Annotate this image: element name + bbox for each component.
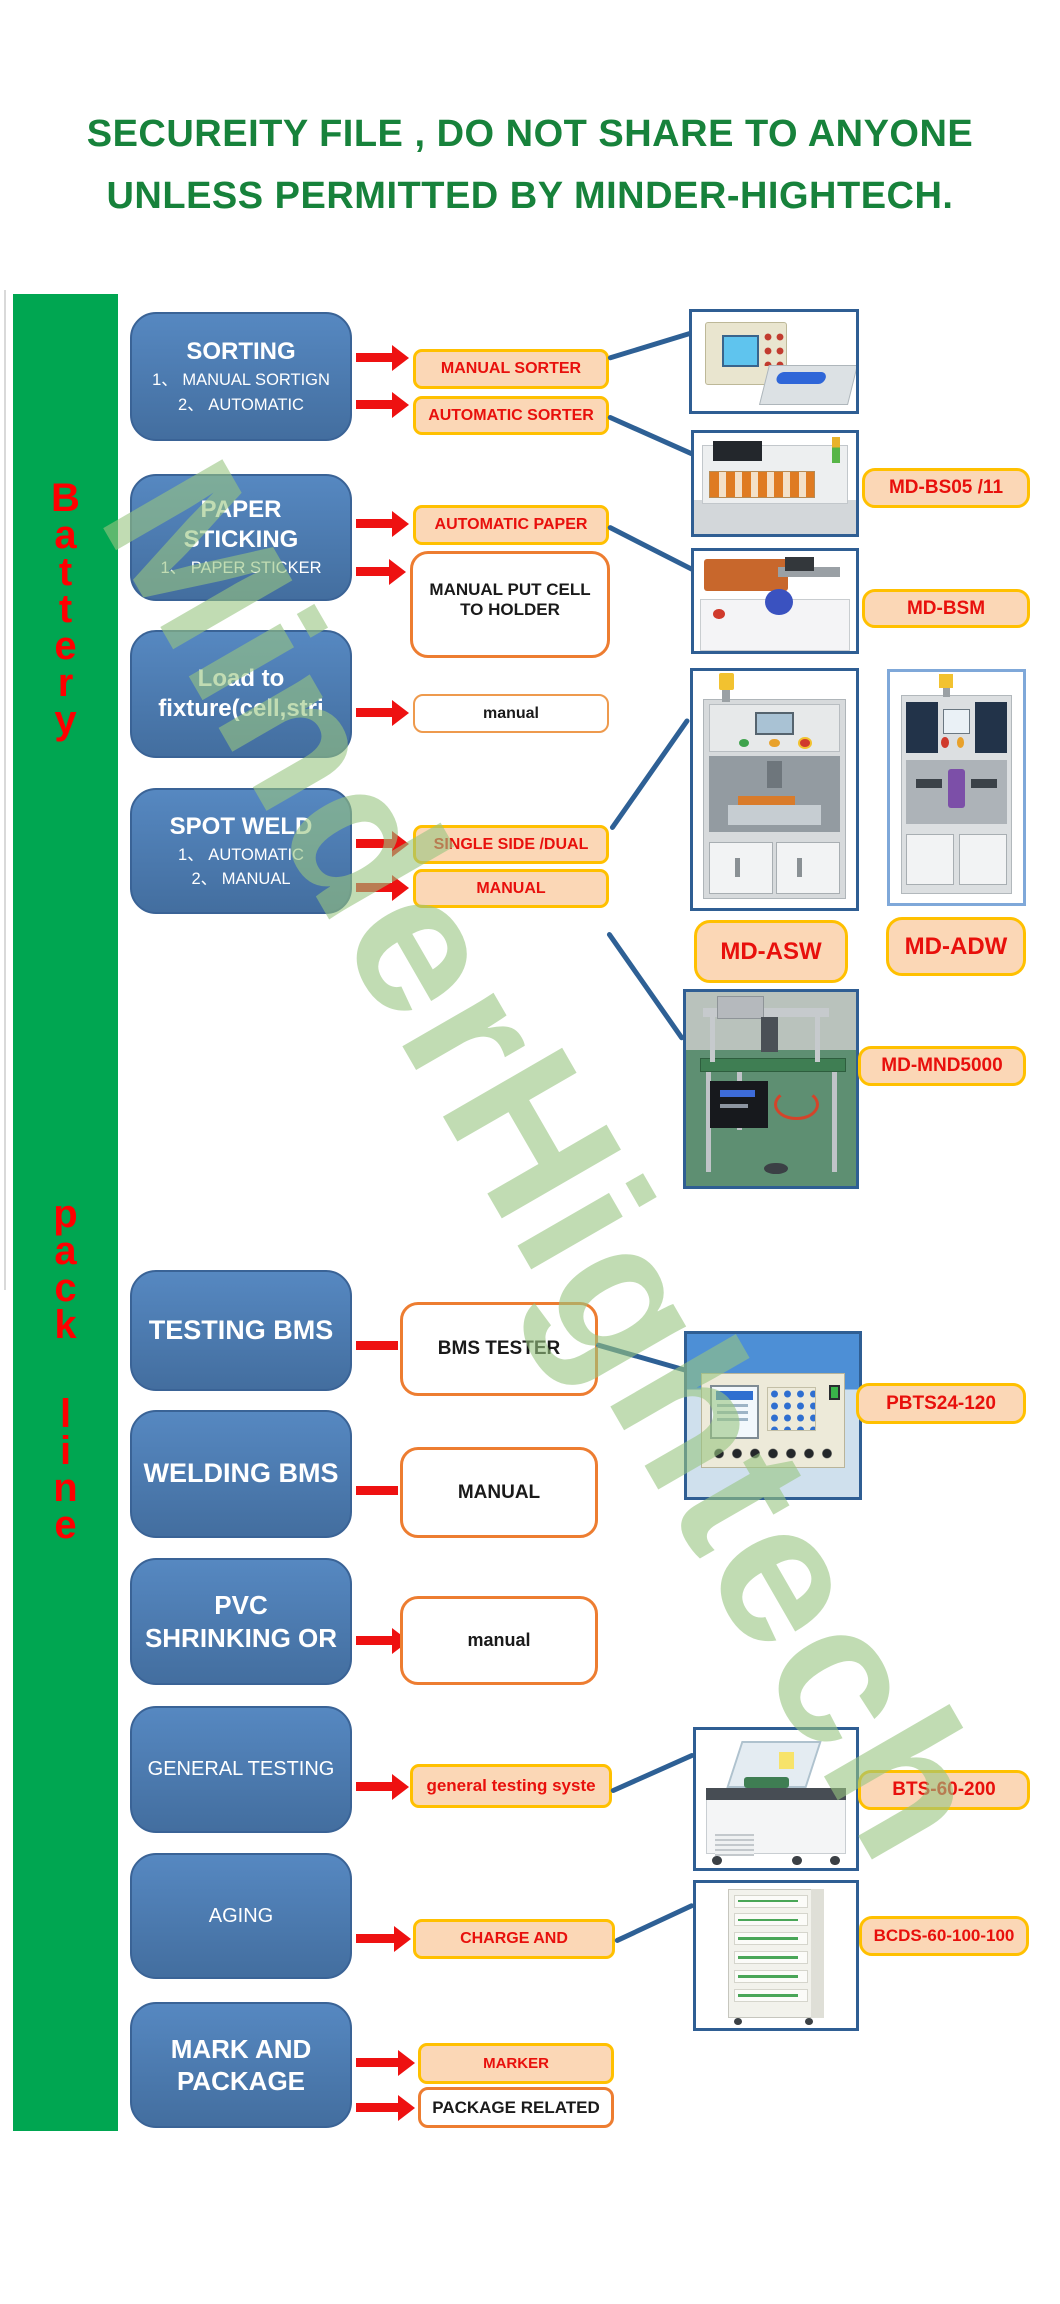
arrow-aging-charge: [356, 1925, 411, 1952]
line-manual-weld-to-photo: [605, 931, 686, 1042]
security-notice-line2: UNLESS PERMITTED BY MINDER-HIGHTECH.: [106, 174, 954, 217]
model-label-md-asw: MD-ASW: [694, 920, 848, 983]
step-mark-and-package-title: MARK AND PACKAGE: [170, 2033, 312, 2097]
machine-photo-paper-sticker: [691, 548, 859, 654]
step-general-testing: GENERAL TESTING: [130, 1706, 352, 1833]
method-single-side-dual: SINGLE SIDE /DUAL: [413, 825, 609, 864]
machine-photo-md-mnd5000: [683, 989, 859, 1189]
model-label-pbts24-120: PBTS24-120: [856, 1383, 1026, 1424]
battery-pack-line-bar: [13, 294, 118, 2131]
step-pvc-shrinking: PVC SHRINKING OR: [130, 1558, 352, 1685]
connector-welding-bms: [356, 1486, 398, 1495]
arrow-pvc-manual: [356, 1627, 409, 1654]
model-label-md-mnd5000: MD-MND5000: [858, 1046, 1026, 1086]
arrow-sorting-automatic: [356, 391, 409, 418]
step-spot-weld: SPOT WELD 1、 AUTOMATIC 2、 MANUAL: [130, 788, 352, 914]
sidebar-word-battery: B a t t e r y: [51, 476, 80, 742]
arrow-sorting-manual: [356, 344, 409, 371]
arrow-general-testing: [356, 1773, 409, 1800]
method-welding-manual: MANUAL: [400, 1447, 598, 1538]
connector-testing-bms: [356, 1341, 398, 1350]
step-spot-weld-title: SPOT WELD: [169, 812, 313, 840]
method-marker: MARKER: [418, 2043, 614, 2084]
step-paper-sticking: PAPER STICKING 1、 PAPER STICKER: [130, 474, 352, 601]
step-testing-bms-title: TESTING BMS: [148, 1314, 334, 1345]
method-manual-put-cell: MANUAL PUT CELL TO HOLDER: [410, 551, 610, 658]
method-general-testing-system: general testing syste: [410, 1764, 612, 1808]
step-sorting-sub2: 2、 AUTOMATIC: [178, 395, 304, 414]
line-automatic-sorter-to-photo: [606, 414, 695, 458]
arrow-mark-marker: [356, 2049, 415, 2076]
page-edge-line: [4, 290, 6, 1290]
model-label-bts-60-200: BTS-60-200: [858, 1770, 1030, 1810]
method-bms-tester: BMS TESTER: [400, 1302, 598, 1396]
method-charge-and: CHARGE AND: [413, 1919, 615, 1959]
step-mark-and-package: MARK AND PACKAGE: [130, 2002, 352, 2128]
step-aging-title: AGING: [208, 1904, 274, 1927]
model-label-md-bs05: MD-BS05 /11: [862, 468, 1030, 508]
line-automatic-paper-to-photo: [606, 524, 695, 573]
method-automatic-paper: AUTOMATIC PAPER: [413, 505, 609, 545]
step-load-to-fixture: Load to fixture(cell,stri: [130, 630, 352, 758]
arrow-paper-manual: [356, 558, 406, 585]
machine-photo-manual-sorter: [689, 309, 859, 414]
step-general-testing-title: GENERAL TESTING: [147, 1758, 335, 1780]
machine-photo-bcds-rack: [693, 1880, 859, 2031]
model-label-bcds-60-100-100: BCDS-60-100-100: [859, 1916, 1029, 1956]
security-notice-line1: SECUREITY FILE , DO NOT SHARE TO ANYONE: [86, 113, 974, 155]
model-label-md-adw: MD-ADW: [886, 917, 1026, 976]
machine-photo-md-asw: [690, 668, 859, 911]
method-manual-sorter: MANUAL SORTER: [413, 349, 609, 389]
step-sorting-sub1: 1、 MANUAL SORTIGN: [152, 371, 330, 390]
arrow-spotweld-manual: [356, 874, 409, 901]
arrow-paper-automatic: [356, 510, 409, 537]
step-spot-weld-sub2: 2、 MANUAL: [191, 870, 291, 888]
step-sorting-title: SORTING: [186, 338, 296, 366]
security-notice: SECUREITY FILE , DO NOT SHARE TO ANYONE …: [0, 104, 1060, 227]
machine-photo-automatic-sorter: [691, 430, 859, 537]
step-paper-sticking-sub1: 1、 PAPER STICKER: [160, 559, 322, 578]
machine-photo-bts-tester: [693, 1727, 859, 1871]
arrow-load-manual: [356, 699, 409, 726]
step-pvc-shrinking-title: PVC SHRINKING OR: [144, 1590, 338, 1653]
method-package-related: PACKAGE RELATED: [418, 2087, 614, 2128]
step-paper-sticking-title: PAPER STICKING: [183, 496, 299, 554]
step-welding-bms-title: WELDING BMS: [143, 1458, 339, 1489]
line-general-testing-to-photo: [609, 1752, 696, 1794]
method-spotweld-manual: MANUAL: [413, 869, 609, 908]
method-pvc-manual: manual: [400, 1596, 598, 1685]
step-sorting: SORTING 1、 MANUAL SORTIGN 2、 AUTOMATIC: [130, 312, 352, 441]
sidebar-word-line: l i n e: [53, 1392, 78, 1547]
method-load-manual: manual: [413, 694, 609, 733]
line-manual-sorter-to-photo: [607, 330, 693, 361]
step-testing-bms: TESTING BMS: [130, 1270, 352, 1391]
sidebar-word-pack: p a c k: [53, 1192, 78, 1347]
step-welding-bms: WELDING BMS: [130, 1410, 352, 1538]
arrow-spotweld-single: [356, 830, 409, 857]
line-single-side-to-photo: [608, 717, 691, 831]
model-label-md-bsm: MD-BSM: [862, 589, 1030, 628]
method-automatic-sorter: AUTOMATIC SORTER: [413, 396, 609, 435]
machine-photo-md-adw: [887, 669, 1026, 906]
machine-photo-pbts-tester: [684, 1331, 862, 1500]
step-spot-weld-sub1: 1、 AUTOMATIC: [178, 845, 304, 864]
step-load-to-fixture-title: Load to fixture(cell,stri: [158, 665, 324, 722]
arrow-mark-package: [356, 2094, 415, 2121]
line-bms-tester-to-photo: [595, 1342, 688, 1373]
step-aging: AGING: [130, 1853, 352, 1979]
line-charge-to-photo: [613, 1902, 695, 1944]
